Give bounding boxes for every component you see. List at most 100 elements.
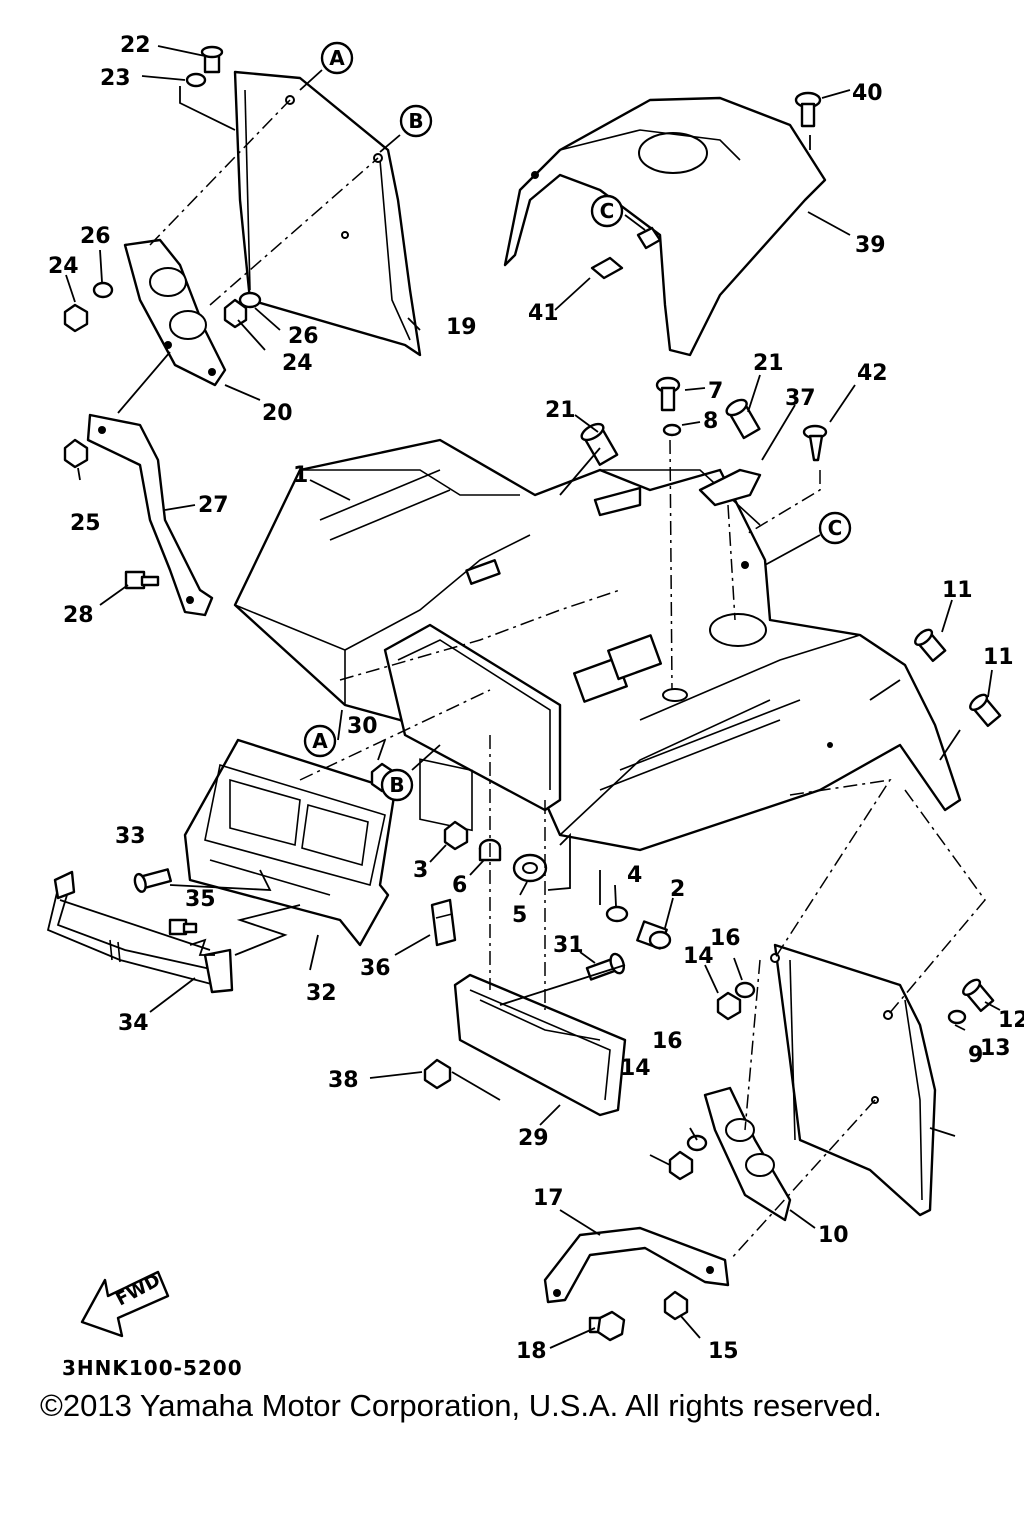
label-28: 28	[63, 603, 94, 628]
reference-marker-b-top: B	[399, 104, 433, 138]
part-41-clip	[590, 256, 624, 280]
label-41: 41	[528, 301, 559, 326]
label-7: 7	[708, 379, 723, 404]
label-32: 32	[306, 981, 337, 1006]
part-21-screw-b	[725, 398, 761, 440]
part-16-washer	[734, 981, 756, 999]
label-21a: 21	[545, 398, 576, 423]
reference-marker-c-top: C	[590, 194, 624, 228]
part-9-mud-flap	[770, 943, 937, 1217]
label-11b: 11	[983, 645, 1014, 670]
part-24-nut	[63, 303, 89, 333]
label-14b: 14	[620, 1056, 651, 1081]
part-7-bolt	[655, 376, 681, 412]
part-24-nut-b	[223, 298, 248, 329]
part-23-washer	[185, 72, 207, 88]
label-1: 1	[293, 463, 308, 488]
label-16a: 16	[710, 926, 741, 951]
fasteners-center	[133, 376, 1002, 1342]
part-28-bolt	[124, 570, 160, 590]
label-10: 10	[818, 1223, 849, 1248]
label-38: 38	[328, 1068, 359, 1093]
part-42-screw	[802, 424, 828, 462]
reference-marker-b-mid: B	[380, 768, 414, 802]
part-2-bolt	[636, 920, 672, 950]
part-18-bolt	[588, 1310, 626, 1342]
label-26a: 26	[80, 224, 111, 249]
part-22-bolt	[200, 45, 224, 74]
part-clip-c	[636, 226, 662, 250]
label-2: 2	[670, 877, 685, 902]
diagram-code: 3HNK100-5200	[62, 1356, 243, 1380]
label-5: 5	[512, 903, 527, 928]
part-17-stay	[543, 1226, 730, 1304]
label-12: 12	[998, 1008, 1024, 1033]
label-14a: 14	[683, 944, 714, 969]
part-12-bolt	[962, 978, 995, 1013]
assembly-lines	[149, 99, 986, 1261]
svg-text:B: B	[389, 773, 404, 797]
part-34-guard-bar	[46, 870, 234, 994]
part-14-nut-b	[668, 1150, 694, 1181]
label-20: 20	[262, 401, 293, 426]
label-35: 35	[185, 887, 216, 912]
part-11-bolt-b	[969, 693, 1002, 728]
part-3-nut	[443, 820, 469, 851]
part-11-bolt-a	[914, 628, 947, 663]
reference-marker-a-top: A	[320, 41, 354, 75]
label-16b: 16	[652, 1029, 683, 1054]
label-36: 36	[360, 956, 391, 981]
svg-text:B: B	[408, 109, 423, 133]
reference-marker-c-mid: C	[818, 511, 852, 545]
label-9: 9	[968, 1043, 983, 1068]
label-29: 29	[518, 1126, 549, 1151]
part-26-washer	[92, 281, 114, 299]
part-33-screw	[133, 868, 172, 893]
svg-text:A: A	[329, 46, 345, 70]
label-11a: 11	[942, 578, 973, 603]
part-1-front-fender	[233, 438, 962, 852]
fwd-arrow-icon: FWD	[80, 1270, 170, 1338]
svg-text:C: C	[600, 199, 615, 223]
label-24b: 24	[282, 351, 313, 376]
label-33: 33	[115, 824, 146, 849]
part-39-top-cover	[503, 96, 827, 357]
label-18: 18	[516, 1339, 547, 1360]
label-15: 15	[708, 1339, 739, 1360]
label-31: 31	[553, 933, 584, 958]
label-30: 30	[347, 714, 378, 739]
part-10-bracket-plate	[703, 1086, 792, 1222]
label-21b: 21	[753, 351, 784, 376]
svg-text:C: C	[828, 516, 843, 540]
part-13-washer	[947, 1009, 967, 1025]
part-16-washer-b	[686, 1134, 708, 1152]
label-8: 8	[703, 409, 718, 434]
reference-marker-a-mid: A	[303, 724, 337, 758]
leader-lines	[65, 45, 1001, 1349]
part-labels: 1 2 3 4 5 6 7 8 9 10 11 11 12 13 14 16 1…	[48, 33, 1024, 1360]
exploded-parts-diagram: FWD A B C C A B 1 2 3 4 5 6 7 8 9 10 11 …	[46, 33, 1024, 1360]
label-27: 27	[198, 493, 229, 518]
label-25: 25	[70, 511, 101, 536]
part-35-bolt	[168, 918, 198, 936]
label-22: 22	[120, 33, 151, 58]
label-40: 40	[852, 81, 883, 106]
svg-text:A: A	[312, 729, 328, 753]
label-37: 37	[785, 386, 816, 411]
label-42: 42	[857, 361, 888, 386]
part-29-lamp-housing	[453, 973, 627, 1117]
part-21-screw-a	[580, 422, 619, 466]
part-20-bracket-plate	[123, 238, 227, 387]
fasteners-left	[63, 45, 262, 590]
part-26-washer-b	[238, 291, 262, 309]
part-31-screw	[585, 952, 626, 981]
part-19-mud-flap	[233, 70, 422, 357]
part-32-headlight-bezel	[183, 738, 397, 947]
part-8-washer	[662, 423, 682, 437]
label-13: 13	[980, 1036, 1011, 1061]
label-19: 19	[446, 315, 477, 340]
part-27-stay	[86, 413, 214, 617]
part-40-bolt	[794, 91, 822, 128]
part-38-plug	[423, 1058, 452, 1090]
label-24a: 24	[48, 254, 79, 279]
